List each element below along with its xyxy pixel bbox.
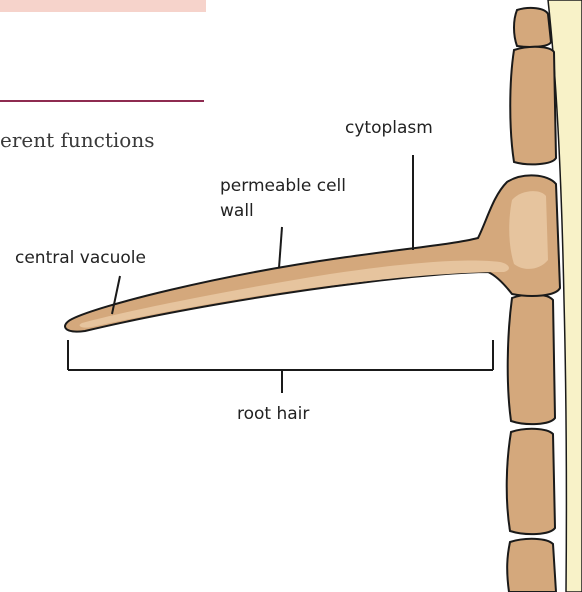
- epidermal-cell: [507, 429, 555, 534]
- cell-wall-label-line1: permeable cell: [220, 174, 346, 198]
- epidermal-cell: [510, 47, 556, 165]
- epidermal-cell: [514, 8, 551, 47]
- cell-wall-leader-line: [279, 227, 282, 268]
- cell-body-highlight: [509, 191, 548, 269]
- epidermal-cell: [507, 539, 556, 592]
- epidermal-cell: [508, 294, 555, 424]
- cytoplasm-label: cytoplasm: [345, 116, 433, 140]
- root-hair-bracket: [68, 340, 493, 393]
- central-vacuole-label: central vacuole: [15, 246, 146, 270]
- cell-wall-label-line2: wall: [220, 199, 254, 223]
- root-hair-label: root hair: [237, 402, 309, 426]
- epidermal-cells: [507, 8, 556, 592]
